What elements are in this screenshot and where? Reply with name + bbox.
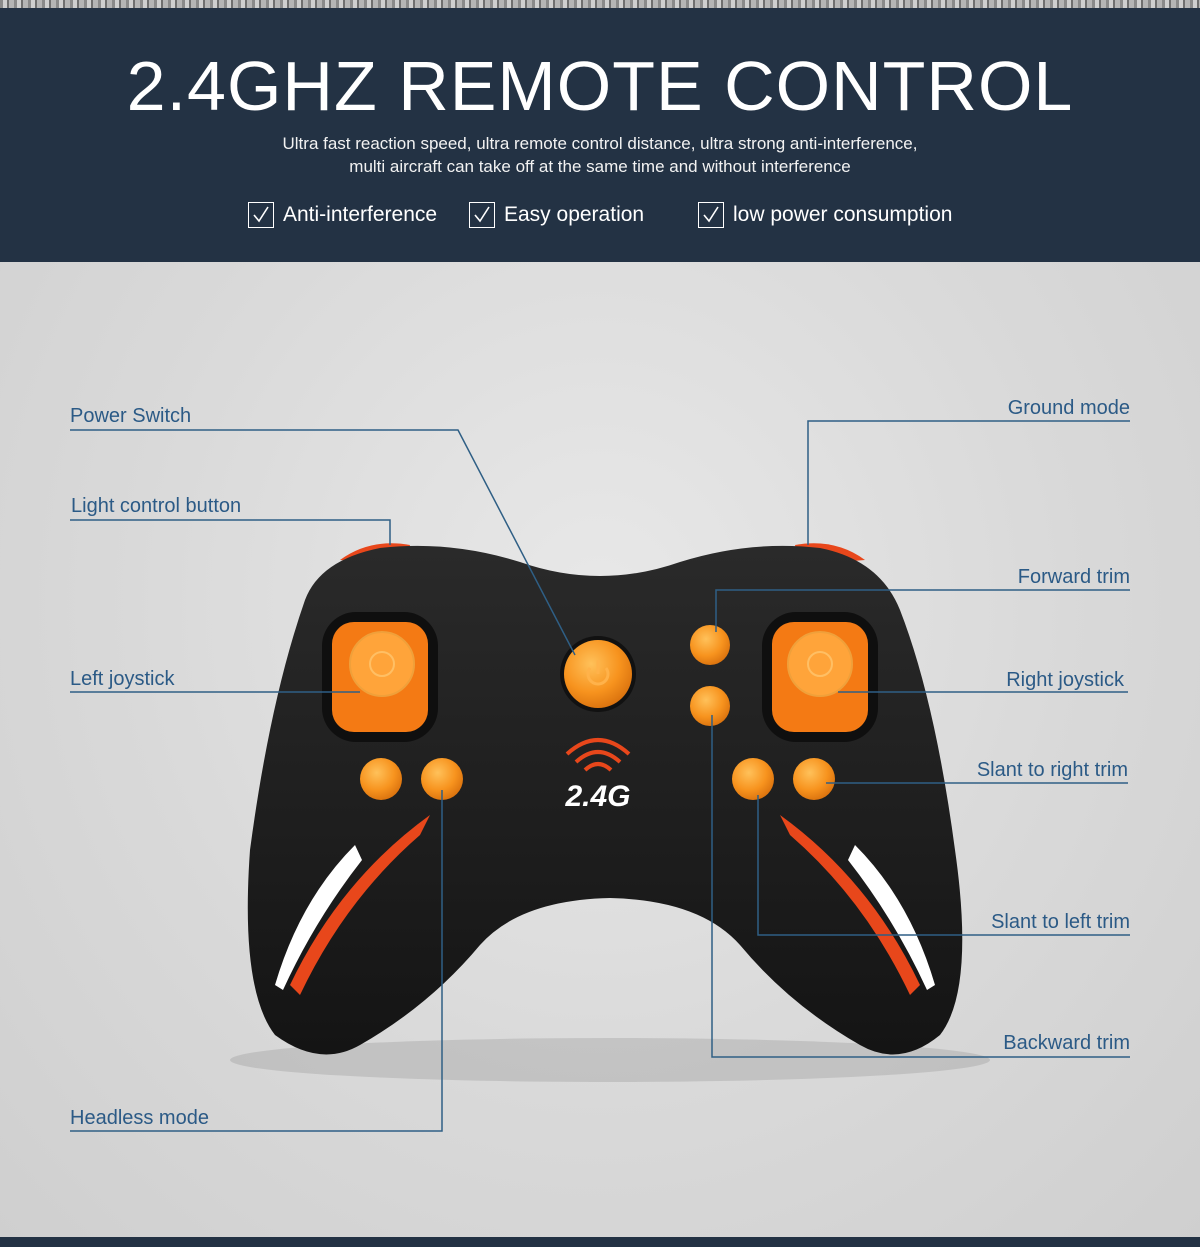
right-joystick-center [807,651,833,677]
callout-left-joystick: Left joystick [70,668,175,690]
right-grip-stripe-white [848,845,935,990]
callout-light-control-button: Light control button [71,495,242,517]
wireless-signal-icon [565,738,631,772]
bottom-bar [0,1237,1200,1247]
right-joystick-cap [787,631,853,697]
callout-forward-trim: Forward trim [1017,566,1130,588]
light-control-lower-button[interactable] [360,758,402,800]
checkbox-check-icon [469,202,495,228]
callout-slant-right-trim: Slant to right trim [976,759,1128,781]
headless-mode-button[interactable] [421,758,463,800]
right-grip-stripe-orange [780,815,920,995]
callout-ground-mode: Ground mode [1007,397,1130,419]
feature-low-power: low power consumption [698,200,952,230]
callout-slant-left-trim: Slant to left trim [991,911,1130,933]
callout-headless-mode: Headless mode [70,1107,209,1129]
controller-shadow [230,1038,990,1082]
checkbox-check-icon [248,202,274,228]
left-grip-stripe-orange [290,815,430,995]
slant-left-trim-button[interactable] [732,758,774,800]
forward-trim-button[interactable] [690,625,730,665]
power-icon [586,660,610,686]
feature-label: Anti-interference [283,203,438,226]
callout-lines [70,420,1130,1132]
backward-trim-button[interactable] [690,686,730,726]
left-joystick-cap [349,631,415,697]
callout-backward-trim: Backward trim [1003,1032,1130,1054]
feature-anti-interference: Anti-interference [248,200,437,230]
left-joystick-center [369,651,395,677]
feature-easy-operation: Easy operation [469,200,644,230]
callout-power-switch: Power Switch [70,405,192,427]
header-banner: 2.4GHZ REMOTE CONTROL Ultra fast reactio… [0,8,1200,262]
feature-label: low power consumption [733,203,953,226]
subtitle-line-1: Ultra fast reaction speed, ultra remote … [282,134,918,153]
left-grip-stripe-white [275,845,362,990]
checkbox-check-icon [698,202,724,228]
page-title: 2.4GHZ REMOTE CONTROL [126,47,1074,125]
subtitle-line-2: multi aircraft can take off at the same … [349,157,851,176]
feature-label: Easy operation [504,203,645,226]
frequency-badge: 2.4G [564,780,630,813]
top-texture-strip [0,0,1200,8]
slant-right-trim-button[interactable] [793,758,835,800]
callout-right-joystick: Right joystick [1006,669,1124,691]
